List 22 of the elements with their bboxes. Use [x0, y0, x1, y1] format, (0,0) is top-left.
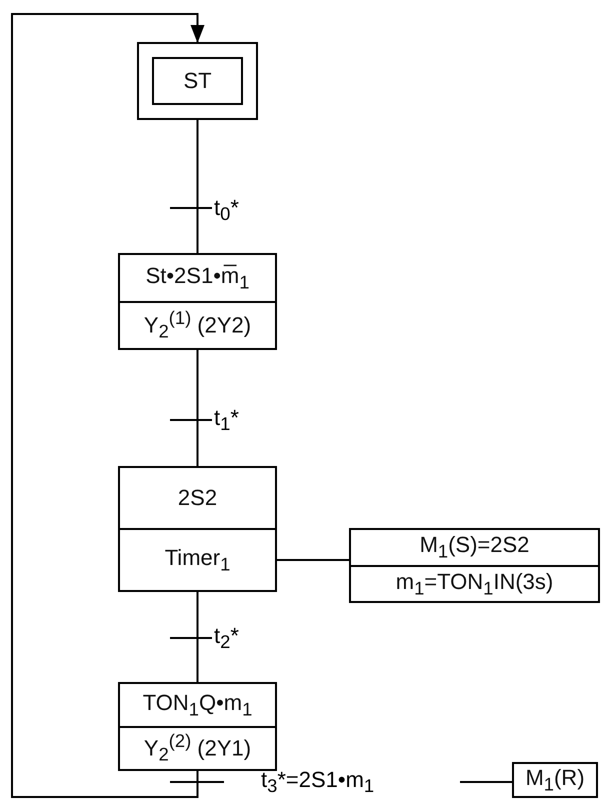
step-action: Y$_{2}$$^{(2)}$ (2Y1): [144, 730, 252, 766]
connector-line: [196, 350, 198, 466]
action-box: [512, 762, 598, 798]
step-condition: St•2S1•m̅$_{1}$: [146, 262, 250, 293]
connector-line: [196, 120, 198, 253]
step-box: [118, 682, 277, 771]
step-action: Timer$_{1}$: [164, 544, 230, 576]
action-label: m$_{1}$=TON$_{1}$IN(3s): [396, 568, 554, 599]
step-box: [118, 253, 277, 350]
action-label: M$_{1}$(R): [525, 764, 585, 796]
step-box: [118, 466, 277, 592]
connector-line: [460, 781, 512, 783]
connector-line: [277, 559, 349, 561]
action-label: M$_{1}$(S)=2S2: [420, 532, 530, 562]
initial-step-box: [137, 42, 258, 120]
arrow: [11, 13, 204, 798]
step-condition: TON$_{1}$Q•m$_{1}$: [142, 690, 252, 720]
step-condition: 2S2: [178, 485, 218, 511]
action-box: [349, 528, 600, 603]
step-label: ST: [183, 68, 212, 94]
step-action: Y$_{2}$$^{(1)}$ (2Y2): [144, 307, 252, 344]
connector-line: [196, 592, 198, 682]
